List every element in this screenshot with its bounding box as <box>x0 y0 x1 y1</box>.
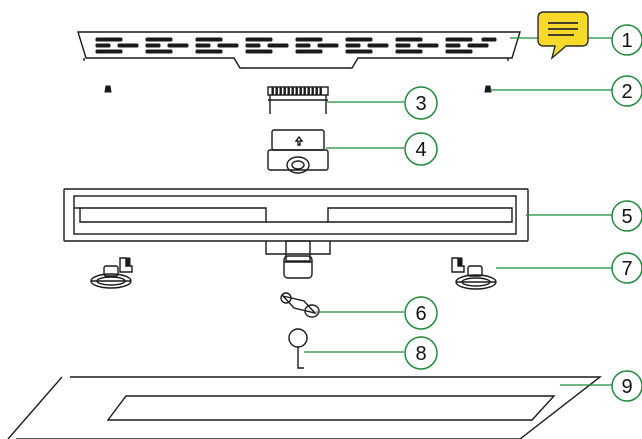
callout-1-label: 1 <box>621 30 632 52</box>
callout-2: 2 <box>611 75 642 107</box>
callout-3-label: 3 <box>415 93 426 115</box>
callout-5: 5 <box>611 200 642 232</box>
callout-4-label: 4 <box>415 139 426 161</box>
callout-6-label: 6 <box>415 303 426 325</box>
callout-3: 3 <box>404 86 438 120</box>
callout-5-label: 5 <box>621 206 632 228</box>
part-3-hair-trap <box>267 86 329 114</box>
part-4-drain-trap <box>267 129 329 174</box>
part-1-grate <box>77 31 521 69</box>
callout-8: 8 <box>404 336 438 370</box>
part-6-adapter <box>280 292 320 318</box>
part-7-feet <box>90 257 497 290</box>
leader-lines <box>304 37 612 386</box>
callout-4: 4 <box>404 132 438 166</box>
part-8-hook <box>288 328 308 369</box>
callout-9: 9 <box>611 370 642 402</box>
callout-9-label: 9 <box>621 376 632 398</box>
callout-8-label: 8 <box>415 343 426 365</box>
callout-7-label: 7 <box>621 258 632 280</box>
grate-slots <box>95 37 497 54</box>
part-2-screws <box>104 85 492 93</box>
callout-1: 1 <box>611 24 642 56</box>
callout-7: 7 <box>611 252 642 284</box>
callout-2-label: 2 <box>621 81 632 103</box>
comment-icon[interactable] <box>537 11 589 60</box>
callout-6: 6 <box>404 296 438 330</box>
part-9-template <box>7 376 603 439</box>
